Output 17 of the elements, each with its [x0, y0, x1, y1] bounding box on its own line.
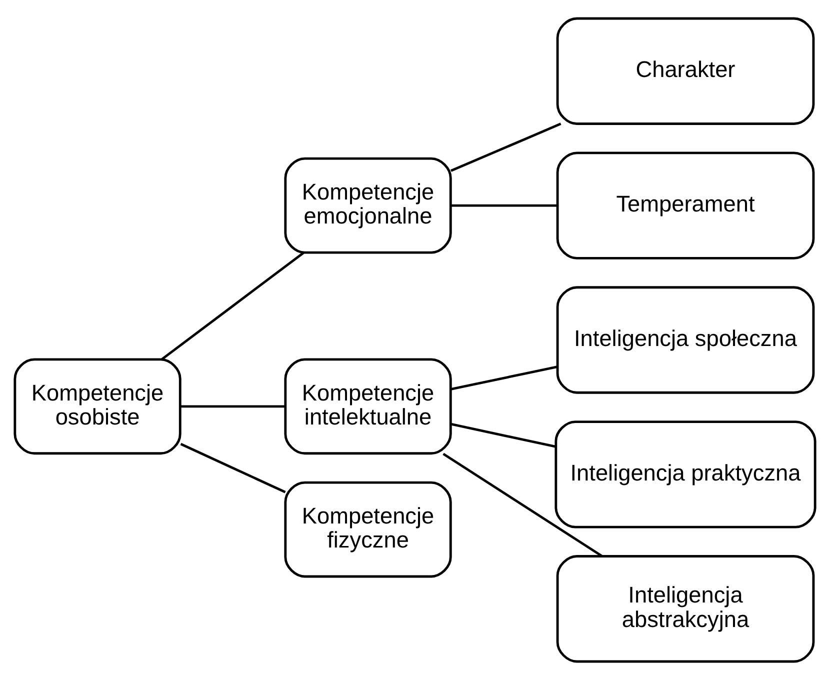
- connector: [450, 365, 558, 390]
- node-box: Kompetencje intelektualne: [284, 358, 452, 454]
- node-box: Charakter: [556, 16, 815, 124]
- connector: [442, 452, 602, 557]
- connector: [450, 204, 558, 206]
- node-box: Kompetencje osobiste: [14, 358, 182, 454]
- node-box: Temperament: [556, 151, 815, 259]
- node-box: Kompetencje emocjonalne: [284, 156, 452, 254]
- node-box: Inteligencja społeczna: [556, 286, 815, 394]
- connector: [180, 442, 286, 493]
- node-box: Inteligencja praktyczna: [554, 420, 816, 528]
- connector: [450, 122, 562, 172]
- node-box: Inteligencja abstrakcyjna: [556, 554, 815, 662]
- connector: [180, 404, 286, 408]
- connector: [450, 422, 556, 448]
- connector: [161, 251, 304, 360]
- node-box: Kompetencje fizyczne: [284, 480, 452, 578]
